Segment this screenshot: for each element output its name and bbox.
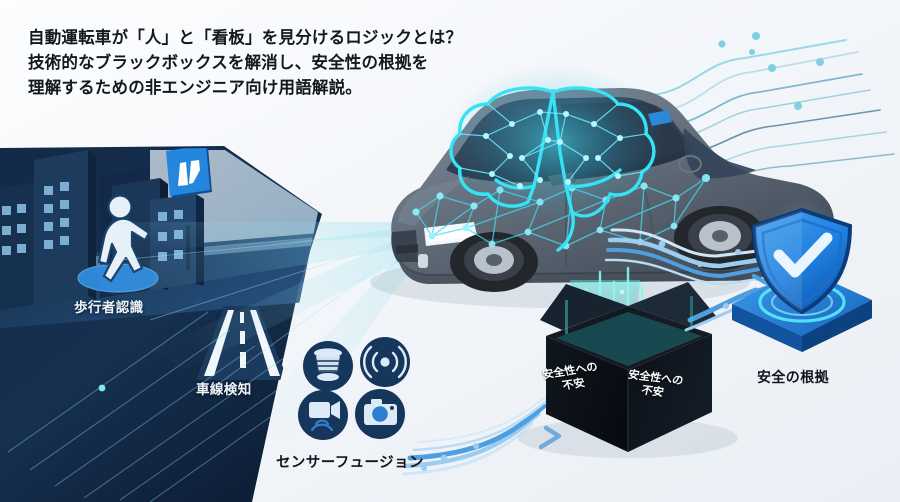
page-title: 自動運転車が「人」と「看板」を見分けるロジックとは？ 技術的なブラックボックスを…	[28, 29, 463, 98]
shield-check-icon	[732, 196, 872, 352]
box-face-left	[546, 336, 628, 452]
box-face-right	[628, 334, 712, 452]
black-box-anxiety	[518, 266, 738, 458]
label-sensor-fusion: センサーフュージョン	[276, 455, 424, 471]
circuit-trace-lines	[639, 32, 895, 187]
radar-icon	[360, 337, 410, 387]
sensor-fusion-icons	[298, 337, 410, 440]
photo-camera-icon	[355, 389, 405, 439]
front-wheel	[450, 232, 538, 292]
night-city-panel	[0, 146, 322, 502]
data-flow-ribbons-lower	[402, 391, 562, 476]
lidar-icon	[303, 341, 353, 391]
accent-shards	[565, 296, 693, 334]
check-glyph	[773, 232, 833, 278]
streak-dot	[98, 384, 106, 392]
box-flap-left	[540, 284, 628, 330]
label-safety-evidence: 安全の根拠	[757, 369, 829, 385]
label-pedestrian-recognition: 歩行者認識	[74, 300, 144, 315]
ai-brain-network-icon	[446, 64, 666, 252]
video-camera-icon	[298, 390, 348, 440]
label-lane-detection: 車線検知	[196, 382, 252, 397]
